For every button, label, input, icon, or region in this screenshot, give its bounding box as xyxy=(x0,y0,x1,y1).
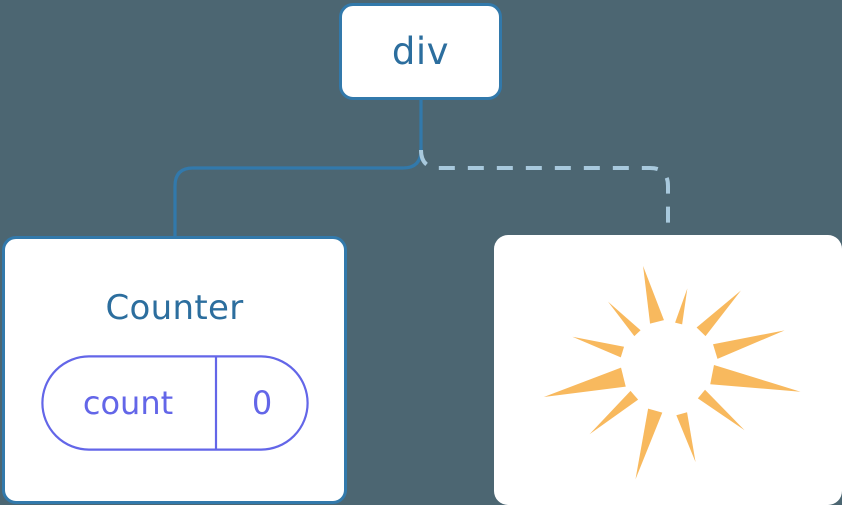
node-sparkle[interactable] xyxy=(494,235,842,505)
sparkle-ray xyxy=(589,390,639,435)
sparkle-ray xyxy=(635,408,663,480)
state-pill-key: count xyxy=(82,384,174,422)
sparkle-ray xyxy=(696,290,741,337)
sparkle-ray xyxy=(543,367,626,397)
node-counter[interactable]: Counter count 0 xyxy=(2,236,347,504)
edge-root-to-counter xyxy=(173,98,423,240)
state-pill-value: 0 xyxy=(251,384,273,422)
node-counter-title: Counter xyxy=(105,288,244,328)
node-div-label: div xyxy=(391,30,450,73)
sparkle-ray xyxy=(607,301,641,337)
sparkle-ray xyxy=(676,412,696,463)
sparkle-ray xyxy=(675,288,688,325)
sparkle-ray xyxy=(697,389,745,431)
edge-root-to-sparkle xyxy=(419,149,670,238)
sparkle-ray xyxy=(710,364,801,392)
state-pill-outline xyxy=(40,355,309,451)
sparkle-burst-icon xyxy=(543,266,801,480)
node-div[interactable]: div xyxy=(339,3,502,100)
state-pill[interactable]: count 0 xyxy=(40,355,309,451)
sparkle-ray xyxy=(572,336,625,358)
sparkle-ray xyxy=(713,330,785,359)
sparkle-ray xyxy=(643,266,664,324)
